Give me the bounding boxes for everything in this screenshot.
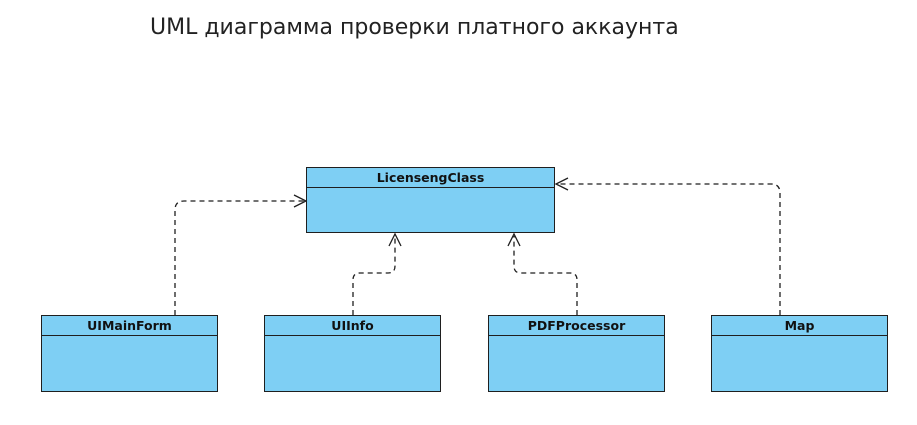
dependency-uimainform-licenseng bbox=[174, 200, 304, 315]
diagram-title: UML диаграмма проверки платного аккаунта bbox=[150, 15, 679, 40]
class-name: LicensengClass bbox=[307, 168, 554, 188]
class-name: Map bbox=[712, 316, 887, 336]
class-name: PDFProcessor bbox=[489, 316, 664, 336]
dependency-uiinfo-licenseng bbox=[352, 236, 396, 315]
class-name: UIMainForm bbox=[42, 316, 217, 336]
class-name: UIInfo bbox=[265, 316, 440, 336]
dependency-map-licenseng bbox=[558, 183, 781, 315]
class-map[interactable]: Map bbox=[711, 315, 888, 392]
class-uiinfo[interactable]: UIInfo bbox=[264, 315, 441, 392]
class-pdfprocessor[interactable]: PDFProcessor bbox=[488, 315, 665, 392]
open-arrowhead-icon bbox=[554, 177, 569, 191]
open-arrowhead-icon bbox=[507, 232, 521, 247]
open-arrowhead-icon bbox=[388, 232, 402, 247]
dependency-pdfprocessor-licenseng bbox=[513, 236, 578, 315]
class-licensengclass[interactable]: LicensengClass bbox=[306, 167, 555, 233]
class-uimainform[interactable]: UIMainForm bbox=[41, 315, 218, 392]
